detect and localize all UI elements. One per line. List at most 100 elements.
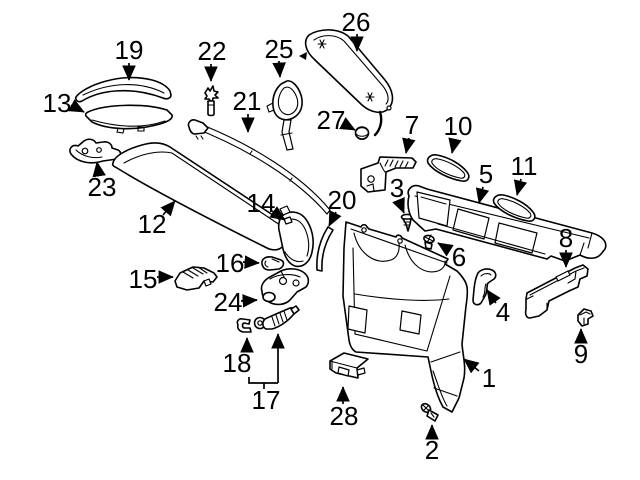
part-28-receptacle-bracket — [329, 352, 369, 379]
callout-27-arrow — [339, 117, 356, 131]
callout-15-label: 15 — [129, 264, 158, 294]
part-7-hole — [367, 175, 375, 183]
part-20-outline — [316, 226, 334, 272]
callout-7-arrow — [402, 137, 416, 154]
callout-21: 21 — [233, 86, 261, 133]
callout-6: 6 — [437, 242, 466, 272]
callout-1: 1 — [463, 358, 496, 393]
callout-13-arrow — [68, 99, 85, 113]
callout-1-arrow — [463, 358, 480, 374]
part-1-tab-hole-a — [361, 227, 367, 233]
part-18-outline — [236, 318, 252, 333]
part-17-washer-hole — [257, 320, 263, 326]
part-24-bushing — [262, 291, 276, 303]
part-26-leg — [373, 110, 383, 137]
callout-17: 17 — [248, 333, 285, 415]
part-5-trim-bar — [407, 184, 607, 262]
part-24-latch-bracket — [260, 268, 310, 306]
part-1-scallop-b — [404, 244, 446, 273]
part-26-peg — [299, 52, 307, 60]
part-1-field — [352, 247, 451, 352]
callout-11-arrow — [513, 178, 528, 196]
part-24-hole-a — [278, 276, 288, 286]
part-9-outline — [577, 308, 594, 327]
part-23-outline — [69, 138, 122, 164]
part-9-detail — [579, 311, 591, 325]
callout-9-label: 9 — [574, 339, 588, 369]
part-17-tip — [290, 305, 300, 315]
part-15-ribs — [182, 266, 208, 279]
part-21-upper-line — [194, 121, 331, 211]
part-11-pad — [492, 194, 536, 222]
callout-17-label: 17 — [252, 385, 281, 415]
part-10-inner — [431, 158, 466, 179]
part-21-edge-strip — [187, 119, 331, 215]
part-19-molding-strip — [75, 76, 172, 103]
part-27-grommet — [354, 126, 370, 141]
part-14-clip — [283, 216, 293, 225]
callout-14-arrow — [269, 206, 286, 221]
callout-10-arrow — [448, 137, 462, 154]
part-7-bracket — [360, 156, 417, 193]
callout-8-label: 8 — [559, 223, 573, 253]
part-13-trim-cap — [84, 104, 173, 134]
callout-11-label: 11 — [511, 151, 538, 181]
part-6-cross — [424, 234, 434, 244]
part-15-ribbed-bracket — [174, 266, 218, 291]
callout-2: 2 — [425, 424, 439, 465]
callout-4-arrow — [486, 289, 501, 306]
callout-3-arrow — [392, 197, 405, 214]
callout-27: 27 — [317, 105, 356, 135]
part-2-push-screw — [420, 402, 439, 422]
part-6-body — [424, 241, 433, 250]
part-7-detail — [366, 162, 386, 192]
callout-7-label: 7 — [405, 110, 419, 140]
part-22-fastener-bolt — [204, 85, 219, 117]
part-1-side-pocket — [347, 305, 368, 334]
callout-23: 23 — [88, 161, 117, 202]
part-1-scallop-a — [353, 232, 400, 262]
part-7-hatching — [384, 159, 409, 169]
part-22-head — [204, 85, 219, 104]
callout-9: 9 — [574, 328, 588, 369]
part-23-detail — [75, 149, 103, 159]
part-15-notch — [203, 278, 212, 287]
callout-7: 7 — [402, 110, 419, 154]
part-8-slot — [555, 270, 571, 282]
callout-6-label: 6 — [452, 242, 466, 272]
part-21-detail — [195, 135, 293, 182]
callout-8: 8 — [559, 223, 573, 268]
part-8-detail — [526, 267, 585, 311]
callout-12-arrow — [160, 200, 176, 217]
part-25-inner — [277, 86, 299, 116]
callout-14: 14 — [247, 188, 286, 221]
part-18-u-clip — [236, 318, 252, 333]
part-1-boot-detail — [430, 351, 461, 407]
part-26-inner — [313, 35, 389, 105]
part-22-shank — [207, 100, 215, 117]
callout-5-arrow — [475, 186, 490, 204]
part-13-detail — [91, 119, 166, 134]
part-26-outline — [304, 29, 394, 114]
callout-6-arrow — [437, 242, 454, 257]
callout-17-bracket — [248, 377, 278, 389]
part-11-inner — [497, 198, 532, 219]
callout-19-label: 19 — [115, 35, 144, 65]
part-25-headrest-cover — [266, 80, 303, 151]
part-12-detail — [123, 151, 287, 230]
part-28-tongue — [356, 367, 366, 376]
part-10-pad — [426, 154, 470, 182]
callout-16: 16 — [216, 248, 260, 278]
part-20-curved-strip — [316, 226, 334, 272]
callout-4: 4 — [486, 289, 510, 327]
callout-18: 18 — [223, 337, 254, 378]
callout-23-label: 23 — [88, 172, 117, 202]
part-9-clip — [577, 308, 594, 327]
callout-11: 11 — [511, 151, 538, 196]
part-26-pin — [386, 105, 392, 111]
callout-22-label: 22 — [198, 36, 227, 66]
callout-25-arrow — [272, 60, 286, 78]
part-2-detail — [430, 412, 435, 418]
callout-3-label: 3 — [390, 173, 404, 203]
callout-23-arrow — [92, 161, 106, 178]
